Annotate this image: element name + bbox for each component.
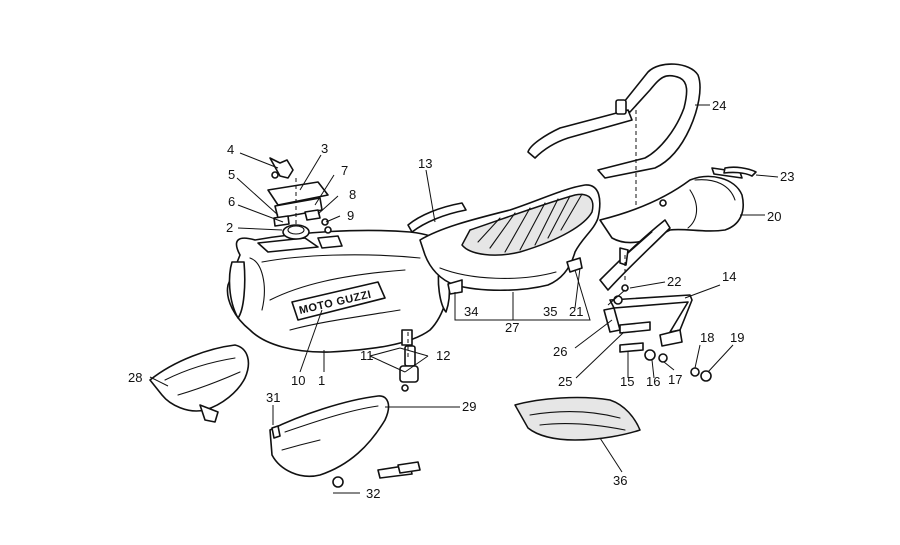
seat-strap xyxy=(407,202,467,233)
callout-16: 16 xyxy=(646,374,660,389)
fuel-tank: MOTO GUZZI xyxy=(226,224,454,353)
callout-17: 17 xyxy=(668,372,682,387)
tail-fairing xyxy=(599,167,744,244)
callout-9: 9 xyxy=(347,208,354,223)
callout-28: 28 xyxy=(128,370,142,385)
leader-lines xyxy=(149,104,779,494)
callout-20: 20 xyxy=(767,209,781,224)
grab-rail xyxy=(527,63,701,179)
callout-18: 18 xyxy=(700,330,714,345)
callout-22: 22 xyxy=(667,274,681,289)
callout-21: 21 xyxy=(569,304,583,319)
callout-4: 4 xyxy=(227,142,234,157)
callout-5: 5 xyxy=(228,167,235,182)
callout-3: 3 xyxy=(321,141,328,156)
callout-35: 35 xyxy=(543,304,557,319)
callout-14: 14 xyxy=(722,269,736,284)
callout-8: 8 xyxy=(349,187,356,202)
assembly-axes xyxy=(295,110,637,360)
callout-29: 29 xyxy=(462,399,476,414)
callout-25: 25 xyxy=(558,374,572,389)
seat-cover xyxy=(514,396,641,441)
seat xyxy=(419,184,601,295)
callout-labels: 4 3 5 7 6 8 2 9 10 1 11 12 13 28 31 29 3… xyxy=(128,98,794,501)
callout-7: 7 xyxy=(341,163,348,178)
callout-15: 15 xyxy=(620,374,634,389)
decal xyxy=(723,166,757,177)
callout-27: 27 xyxy=(505,320,519,335)
callout-36: 36 xyxy=(613,473,627,488)
callout-6: 6 xyxy=(228,194,235,209)
callout-26: 26 xyxy=(553,344,567,359)
callout-31: 31 xyxy=(266,390,280,405)
callout-11: 11 xyxy=(360,348,374,363)
callout-19: 19 xyxy=(730,330,744,345)
left-side-panel xyxy=(149,344,250,423)
callout-13: 13 xyxy=(418,156,432,171)
callout-2: 2 xyxy=(226,220,233,235)
fuel-tap xyxy=(399,345,419,392)
right-side-panel xyxy=(269,395,421,488)
callout-12: 12 xyxy=(436,348,450,363)
callout-24: 24 xyxy=(712,98,726,113)
callout-10: 10 xyxy=(291,373,305,388)
callout-34: 34 xyxy=(464,304,478,319)
callout-1: 1 xyxy=(318,373,325,388)
callout-23: 23 xyxy=(780,169,794,184)
callout-32: 32 xyxy=(366,486,380,501)
